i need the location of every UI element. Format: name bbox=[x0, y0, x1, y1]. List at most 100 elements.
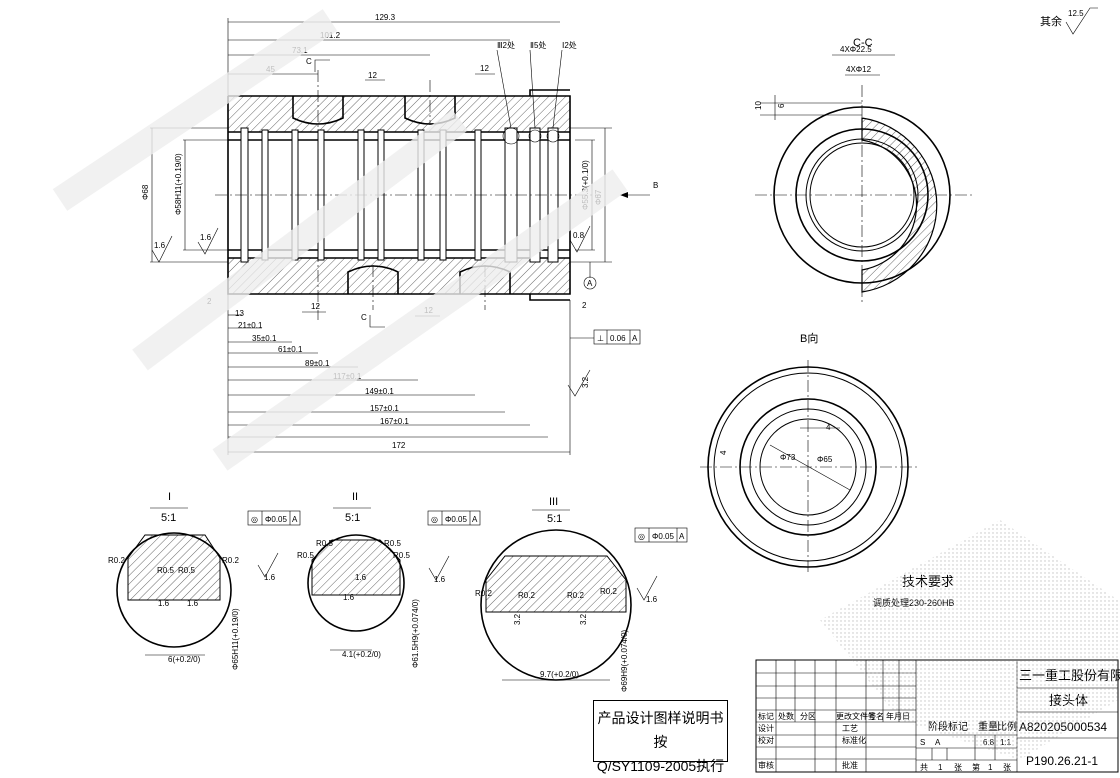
dim-10: 10 bbox=[754, 101, 763, 110]
main-section-view: Φ68 Φ58H11(+0.19/0) Φ55.3(+0.1/0) Φ67 1.… bbox=[141, 13, 658, 455]
detail-I-r4: R0.2 bbox=[222, 556, 239, 565]
detail-III-scale: 5:1 bbox=[547, 513, 562, 525]
detail-I-r1: R0.2 bbox=[108, 556, 125, 565]
perp-symbol: ⊥ bbox=[597, 334, 604, 343]
tb-part-no: P190.26.21-1 bbox=[1026, 754, 1098, 768]
dim-73-1: 73.1 bbox=[292, 46, 308, 55]
detail-I-r3: R0.5 bbox=[178, 566, 195, 575]
detail-I-ra2: 1.6 bbox=[187, 599, 199, 608]
detail-III-width: 9.7(+0.2/0) bbox=[540, 670, 579, 679]
roughness-3-2: 3.2 bbox=[581, 376, 590, 388]
dim-45: 45 bbox=[266, 65, 275, 74]
tb-process: 工艺 bbox=[842, 724, 858, 733]
detail-I-ra3: 1.6 bbox=[264, 573, 276, 582]
dim-6: 6 bbox=[777, 103, 786, 108]
detail-III-ra2: 3.2 bbox=[579, 613, 588, 625]
roughness-1-6-inner: 1.6 bbox=[200, 233, 212, 242]
detail-II-r1: R0.5 bbox=[297, 551, 314, 560]
detail-II-ra2: 1.6 bbox=[355, 573, 367, 582]
tb-sheet-unit2: 张 bbox=[1003, 763, 1011, 772]
dim-21: 21±0.1 bbox=[238, 321, 263, 330]
detail-II-r2: R0.5 bbox=[316, 539, 333, 548]
tb-header-sign: 签名 bbox=[868, 711, 884, 721]
detail-I-tol: Φ0.05 bbox=[265, 515, 288, 524]
dim-d67: Φ67 bbox=[594, 189, 603, 205]
dim-35: 35±0.1 bbox=[252, 334, 277, 343]
dim-117: 117±0.1 bbox=[333, 372, 362, 381]
detail-I-tol-symbol: ◎ bbox=[251, 515, 258, 524]
detail-I-dia: Φ65H11(+0.19/0) bbox=[231, 608, 240, 670]
detail-III-r3: R0.2 bbox=[567, 591, 584, 600]
detail-III-tol: Φ0.05 bbox=[652, 532, 675, 541]
detail-II-tol: Φ0.05 bbox=[445, 515, 468, 524]
tech-req-text: 调质处理230-260HB bbox=[873, 597, 955, 608]
detail-III-ra3: 1.6 bbox=[646, 595, 658, 604]
tb-weight-label: 重量 bbox=[978, 720, 998, 733]
dim-4x-12: 4XΦ12 bbox=[846, 65, 872, 74]
detail-II-width: 4.1(+0.2/0) bbox=[342, 650, 381, 659]
title-block: 标记 处数 分区 更改文件号 签名 年月日 设计 校对 审核 工艺 标准化 批准… bbox=[755, 659, 1120, 773]
detail-II-tol-symbol: ◎ bbox=[431, 515, 438, 524]
note-line-2: Q/SY1109-2005执行 bbox=[596, 758, 725, 774]
dim-d58: Φ58H11(+0.19/0) bbox=[174, 153, 183, 215]
dim-12-top-a: 12 bbox=[368, 71, 377, 80]
detail-III-datum: A bbox=[679, 532, 685, 541]
dim-89: 89±0.1 bbox=[305, 359, 330, 368]
section-mark-c-top: C bbox=[306, 57, 312, 66]
tb-weight: 6.8 bbox=[983, 738, 995, 747]
tb-sheet-no-prefix: 第 bbox=[972, 762, 980, 772]
detail-I-scale: 5:1 bbox=[161, 512, 176, 524]
datum-a: A bbox=[587, 279, 593, 288]
tb-review: 审核 bbox=[758, 760, 774, 770]
detail-III-roman: III bbox=[549, 496, 558, 508]
dim-61: 61±0.1 bbox=[278, 345, 303, 354]
tb-design: 设计 bbox=[758, 723, 774, 733]
tb-scale: 1:1 bbox=[1000, 738, 1012, 747]
roughness-other: 其余 12.5 bbox=[1040, 7, 1098, 35]
tech-req-title: 技术要求 bbox=[902, 574, 954, 589]
dim-12-bottom-a: 12 bbox=[311, 302, 320, 311]
perp-value: 0.06 bbox=[610, 334, 626, 343]
tb-stage-s: S bbox=[920, 738, 925, 747]
dim-2-right: 2 bbox=[582, 301, 587, 310]
dim-12-bottom-b: 12 bbox=[424, 306, 433, 315]
detail-I-ra1: 1.6 bbox=[158, 599, 170, 608]
roughness-1-6-left: 1.6 bbox=[154, 241, 166, 250]
tb-scale-label: 比例 bbox=[997, 720, 1017, 733]
detail-II: II 5:1 4.1(+0.2/0) Φ61.5H9(+0.074/0) R0.… bbox=[297, 491, 481, 668]
tb-stage-a: A bbox=[935, 738, 941, 747]
dim-d73: Φ73 bbox=[780, 453, 796, 462]
detail-I-roman: I bbox=[168, 491, 171, 503]
tb-sheet-total-prefix: 共 bbox=[920, 763, 928, 772]
tb-header-date: 年月日 bbox=[886, 711, 910, 721]
dim-4x-22-5: 4XΦ22.5 bbox=[840, 45, 872, 54]
dim-172: 172 bbox=[392, 441, 406, 450]
view-b: B向 Φ73 Φ65 4 4 bbox=[700, 331, 918, 575]
roughness-0-8: 0.8 bbox=[573, 231, 585, 240]
tb-standard: 标准化 bbox=[842, 735, 866, 745]
dim-d68: Φ68 bbox=[141, 184, 150, 200]
standard-note: 产品设计图样说明书按 Q/SY1109-2005执行 bbox=[593, 700, 728, 774]
detail-II-dia: Φ61.5H9(+0.074/0) bbox=[411, 599, 420, 668]
detail-I-r2: R0.5 bbox=[157, 566, 174, 575]
dim-d55: Φ55.3(+0.1/0) bbox=[581, 160, 590, 210]
detail-III-r1: R0.2 bbox=[475, 589, 492, 598]
detail-III-r4: R0.2 bbox=[600, 587, 617, 596]
callout-I: Ⅰ2处 bbox=[562, 40, 577, 50]
dim-13: 13 bbox=[235, 309, 244, 318]
dim-2-left: 2 bbox=[207, 297, 212, 306]
tb-approve: 批准 bbox=[842, 760, 858, 770]
tb-header-zone: 分区 bbox=[800, 712, 816, 721]
roughness-other-label: 其余 bbox=[1040, 14, 1062, 28]
detail-III-tol-symbol: ◎ bbox=[638, 532, 645, 541]
section-c-c: C-C 4XΦ22.5 4XΦ12 10 6 bbox=[754, 37, 975, 305]
dim-d65: Φ65 bbox=[817, 455, 833, 464]
tb-sheet-total: 1 bbox=[938, 763, 943, 772]
detail-I: I 5:1 6(+0.2/0) Φ65H11(+0.19/0) R0.2 R0.… bbox=[108, 491, 301, 670]
detail-III-r2: R0.2 bbox=[518, 591, 535, 600]
detail-II-roman: II bbox=[352, 491, 358, 503]
detail-II-datum: A bbox=[472, 515, 478, 524]
section-label: C-C bbox=[853, 37, 873, 49]
tb-check: 校对 bbox=[758, 735, 774, 745]
